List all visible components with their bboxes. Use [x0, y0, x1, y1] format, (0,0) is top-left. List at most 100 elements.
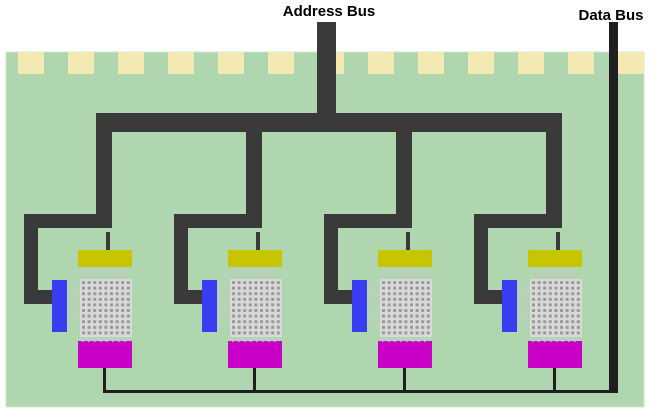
chip-2-cell — [232, 281, 235, 284]
chip-2-cell — [260, 303, 263, 307]
chip-1-row-line — [67, 307, 80, 309]
chip-4-sense-line — [544, 337, 546, 342]
chip-4-cell — [571, 325, 575, 329]
chip-2-cell — [248, 309, 252, 312]
chip-2-row-line — [217, 313, 230, 315]
chip-1-row-line — [67, 325, 80, 327]
chip-3-cell — [415, 281, 419, 284]
chip-2-cell — [237, 331, 241, 335]
chip-4-cell — [571, 286, 575, 290]
chip-1-sense-line — [100, 337, 102, 342]
chip-3-row-line — [367, 325, 380, 327]
chip-3-cell — [410, 331, 413, 335]
chip-2-cell — [254, 331, 258, 335]
chip-1-sense-line — [82, 337, 84, 342]
chip-4-cell — [548, 331, 552, 335]
chip-1-cell — [104, 286, 108, 290]
chip-2-cell — [237, 292, 241, 296]
chip-1-branch-down — [24, 214, 38, 304]
chip-1-row-line — [67, 313, 80, 315]
chip-2-row-line — [217, 319, 230, 321]
chip-2-cell — [265, 281, 269, 284]
chip-4-top-feed — [556, 232, 560, 252]
chip-1-cell — [93, 286, 97, 290]
chip-1-branch-left — [24, 214, 112, 228]
chip-4-cell — [543, 314, 547, 318]
chip-2-column-line — [268, 267, 270, 279]
chip-4-cell — [554, 309, 558, 312]
chip-4-cell — [571, 309, 575, 312]
chip-1-sense-line — [94, 337, 96, 342]
chip-4-cell — [537, 314, 541, 318]
chip-1-cell — [82, 286, 85, 290]
chip-4-cell — [543, 286, 547, 290]
edge-pin — [18, 52, 44, 74]
chip-1-cell — [87, 331, 91, 335]
chip-4-cell — [548, 297, 552, 301]
chip-1-cell — [110, 320, 113, 324]
chip-1-cell — [126, 286, 130, 290]
chip-1-cell — [98, 314, 102, 318]
chip-4-column-line — [538, 267, 540, 279]
chip-4-cell — [565, 314, 569, 318]
chip-3-cell — [421, 281, 425, 284]
chip-4-sense-line — [532, 337, 534, 342]
edge-pin — [568, 52, 594, 74]
chip-1-cell — [98, 325, 102, 329]
chip-3-cell — [404, 303, 408, 307]
chip-3-cell — [410, 325, 413, 329]
chip-1-cell — [110, 309, 113, 312]
chip-3-column-decoder — [378, 250, 432, 267]
chip-1-sense-line — [106, 337, 108, 342]
chip-3-cell — [393, 314, 397, 318]
chip-1-sense-line — [124, 337, 126, 342]
chip-1-top-feed — [106, 232, 110, 252]
chip-3-row-line — [367, 301, 380, 303]
chip-1-cell — [126, 314, 130, 318]
chip-4-cell — [560, 286, 563, 290]
chip-1-cell — [110, 325, 113, 329]
chip-1-cell — [126, 281, 130, 284]
chip-1-cell — [110, 292, 113, 296]
chip-3-row-line — [367, 319, 380, 321]
chip-2-sense-line — [244, 337, 246, 342]
chip-3-sense-line — [394, 337, 396, 342]
chip-2-cell — [243, 281, 247, 284]
chip-4-cell — [560, 309, 563, 312]
chip-2-top-feed — [256, 232, 260, 252]
chip-1-row-decoder — [52, 280, 67, 332]
edge-pin — [218, 52, 244, 74]
chip-1-cell — [82, 297, 85, 301]
chip-3-branch-down — [324, 214, 338, 304]
chip-1-cell — [82, 320, 85, 324]
chip-1-cell — [104, 309, 108, 312]
chip-4-cell — [565, 281, 569, 284]
chip-3-row-line — [367, 289, 380, 291]
chip-1-cell — [93, 320, 97, 324]
chip-4-cell — [543, 281, 547, 284]
chip-4-row-line — [517, 295, 530, 297]
chip-2-cell — [232, 314, 235, 318]
edge-pin — [168, 52, 194, 74]
edge-pin — [618, 52, 644, 74]
chip-3-cell — [426, 309, 430, 312]
chip-2-cell — [265, 325, 269, 329]
chip-4-cell — [532, 309, 535, 312]
chip-1-sense-line — [88, 337, 90, 342]
chip-3-sense-line — [424, 337, 426, 342]
chip-1-cell — [115, 303, 119, 307]
chip-1-cell — [87, 309, 91, 312]
chip-4-cell — [548, 309, 552, 312]
chip-3-cell — [410, 286, 413, 290]
chip-2 — [202, 250, 282, 368]
chip-1-data-drop — [103, 368, 106, 393]
chip-3-cell — [421, 320, 425, 324]
chip-2-cell — [248, 320, 252, 324]
chip-1-cell — [98, 303, 102, 307]
chip-2-cell — [243, 303, 247, 307]
chip-1-cell — [104, 297, 108, 301]
chip-3-cell — [415, 320, 419, 324]
chip-4-cell — [554, 292, 558, 296]
chip-1-cell — [98, 320, 102, 324]
